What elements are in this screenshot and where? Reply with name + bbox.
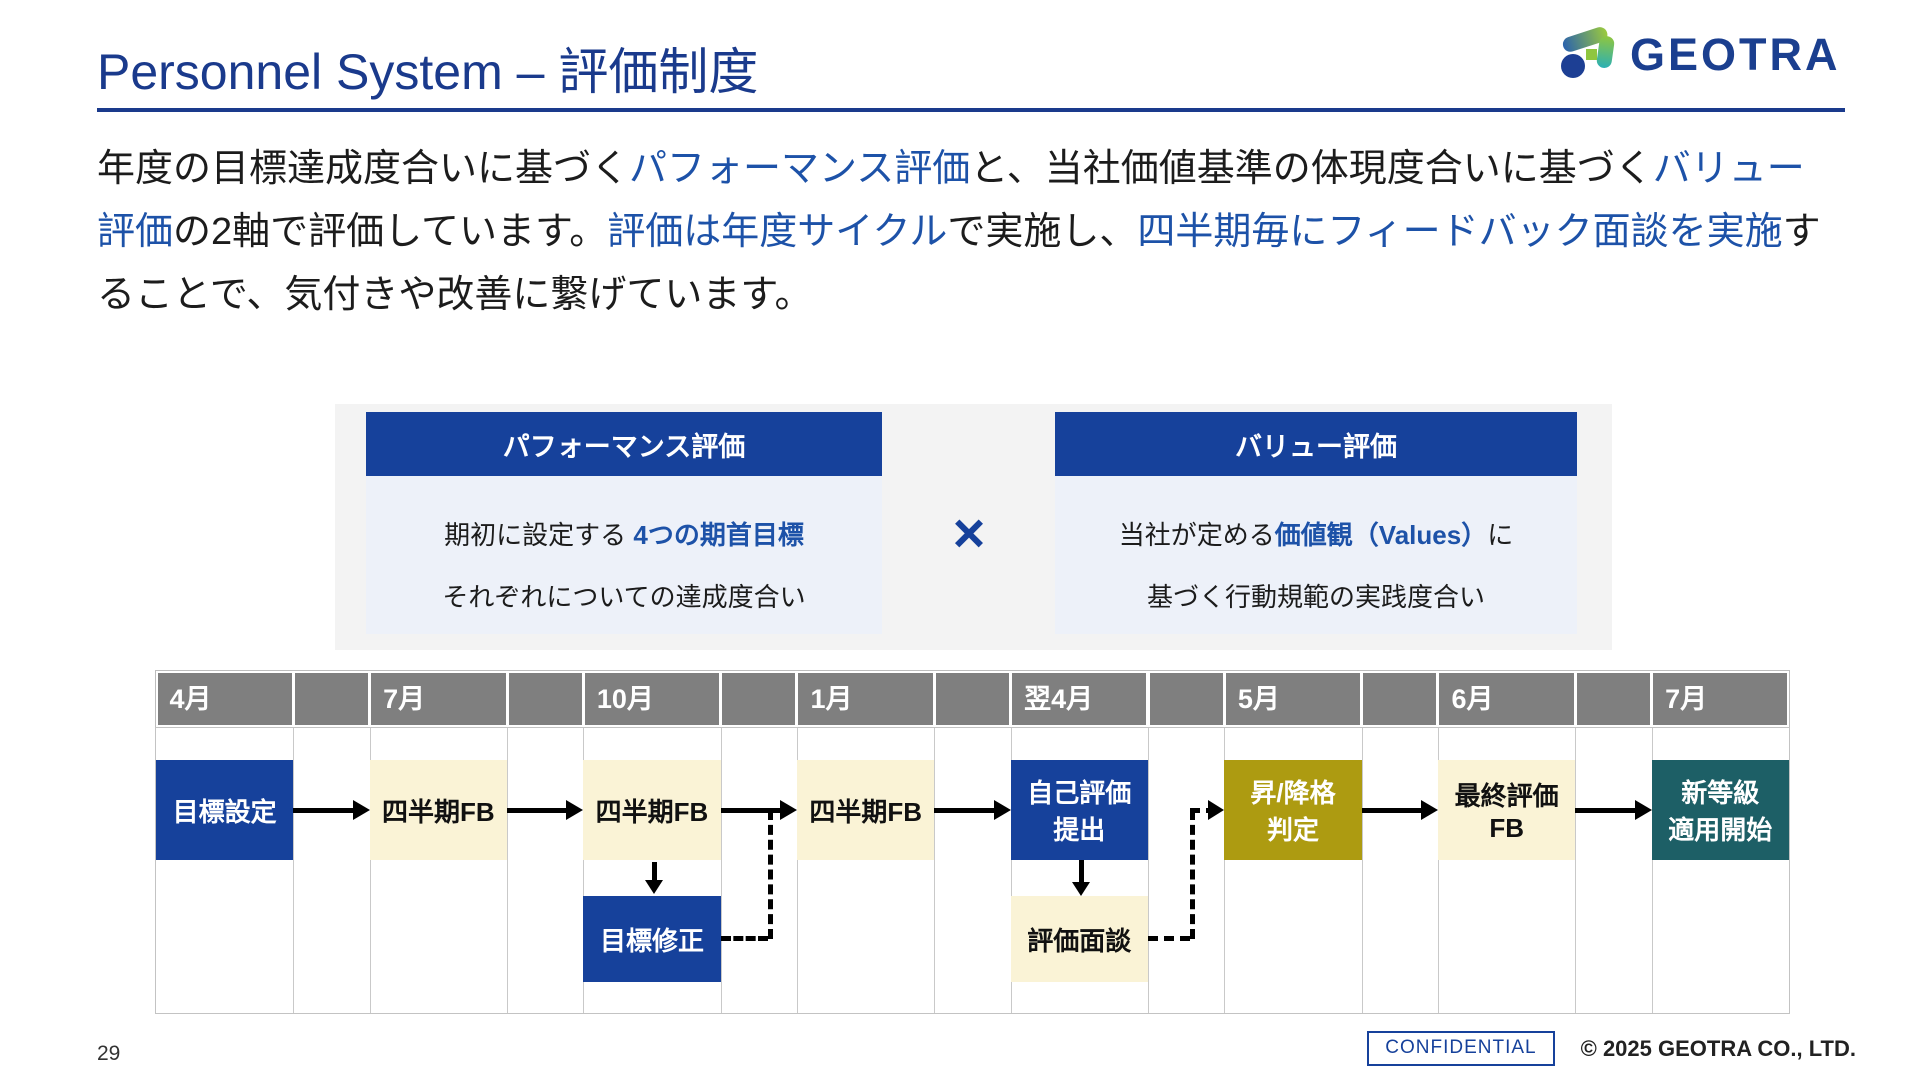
arrow-goalset-to-fb1-icon	[293, 799, 370, 821]
timeline-box-goal-setting: 目標設定	[156, 760, 294, 860]
arrow-finalfb-to-newgrade-icon	[1575, 799, 1652, 821]
confidential-badge: CONFIDENTIAL	[1367, 1031, 1555, 1066]
timeline-box-final-evaluation-fb: 最終評価 FB	[1437, 760, 1576, 860]
timeline-month-label: 1月	[810, 684, 853, 714]
timeline-gridline	[507, 728, 508, 1013]
timeline-month-label: 7月	[1665, 684, 1708, 714]
intro-text: の2軸で評価しています。	[173, 211, 608, 253]
timeline-gridline	[796, 728, 798, 1013]
timeline-gridline	[583, 728, 585, 1013]
value-card-body: 当社が定める価値観（Values）に 基づく行動規範の実践度合い	[1055, 476, 1577, 634]
timeline-header-spacer-cell	[935, 673, 1010, 725]
intro-text: と、当社価値基準の体現度合いに基づく	[970, 148, 1653, 190]
intro-highlight-text: バリュー評価	[97, 148, 1805, 253]
timeline-box-quarterly-fb-2: 四半期FB	[583, 760, 721, 860]
timeline-body: 目標設定 四半期FB 四半期FB 四半期FB 自己評価 提出 昇/降格 判定 最…	[155, 727, 1790, 1014]
timeline-header-month-cell: 7月	[1653, 673, 1788, 725]
timeline-header-month-cell: 7月	[371, 673, 506, 725]
timeline-header-spacer-cell	[294, 673, 369, 725]
intro-highlight-text: 評価は年度サイクル	[607, 211, 948, 253]
timeline-header-month-cell: 6月	[1439, 673, 1574, 725]
logo-wordmark: GEOTRA	[1630, 28, 1841, 80]
meeting-loop-horizontal-bottom	[1148, 936, 1190, 941]
value-card-title: バリュー評価	[1055, 412, 1577, 476]
timeline-month-label: 10月	[596, 684, 654, 714]
goal-revision-return-vertical	[767, 810, 773, 939]
meeting-loop-arrowhead-icon	[1208, 800, 1225, 820]
timeline-month-label: 4月	[169, 684, 212, 714]
title-underline	[97, 108, 1845, 112]
timeline-month-label: 翌4月	[1024, 684, 1094, 714]
page-number: 29	[97, 1042, 121, 1065]
timeline-box-evaluation-meeting: 評価面談	[1010, 896, 1148, 982]
performance-line2: それぞれについての達成度合い	[442, 582, 806, 612]
timeline-box-self-evaluation: 自己評価 提出	[1010, 760, 1148, 860]
timeline-gridline	[293, 728, 295, 1013]
timeline-header-spacer-cell	[722, 673, 796, 725]
timeline-header-month-cell: 10月	[584, 673, 720, 725]
geotra-logo-icon	[1560, 22, 1620, 87]
intro-paragraph: 年度の目標達成度合いに基づくパフォーマンス評価と、当社価値基準の体現度合いに基づ…	[97, 138, 1837, 327]
arrow-judge-to-finalfb-icon	[1361, 799, 1438, 821]
meeting-loop-horizontal-top	[1189, 808, 1216, 813]
evaluation-panel: パフォーマンス評価 期初に設定する 4つの期首目標 それぞれについての達成度合い…	[335, 404, 1612, 650]
timeline-header-spacer-cell	[1576, 673, 1651, 725]
intro-text: で実施し、	[947, 211, 1138, 253]
value-evaluation-card: バリュー評価 当社が定める価値観（Values）に 基づく行動規範の実践度合い	[1055, 412, 1577, 634]
timeline-box-quarterly-fb-3: 四半期FB	[796, 760, 935, 860]
value-line2: 基づく行動規範の実践度合い	[1146, 582, 1485, 612]
multiply-icon: ×	[952, 501, 986, 564]
solid-down-arrowhead-icon	[1071, 882, 1090, 896]
performance-card-body: 期初に設定する 4つの期首目標 それぞれについての達成度合い	[366, 476, 882, 634]
annual-evaluation-timeline: 4月 7月 10月 1月 翌4月 5月 6月 7月 目標設定 四半期FB 四半期FB 四半期F…	[155, 670, 1790, 1014]
meeting-loop-vertical	[1189, 810, 1195, 939]
timeline-box-grade-judgement: 昇/降格 判定	[1224, 760, 1362, 860]
timeline-gridline	[1148, 728, 1149, 1013]
performance-evaluation-card: パフォーマンス評価 期初に設定する 4つの期首目標 それぞれについての達成度合い	[366, 412, 882, 634]
timeline-header-spacer-cell	[1149, 673, 1223, 725]
timeline-gridline	[1361, 728, 1363, 1013]
value-line1: 当社が定める価値観（Values）に	[1118, 520, 1514, 550]
goal-revision-return-horizontal	[720, 936, 769, 941]
timeline-box-new-grade-start: 新等級 適用開始	[1651, 760, 1789, 860]
company-logo: GEOTRA	[1560, 22, 1841, 87]
timeline-header-spacer-cell	[1363, 673, 1437, 725]
performance-card-title: パフォーマンス評価	[366, 412, 882, 476]
timeline-gridline	[720, 728, 722, 1013]
timeline-month-header: 4月 7月 10月 1月 翌4月 5月 6月 7月	[155, 670, 1790, 727]
timeline-gridline	[1437, 728, 1439, 1013]
timeline-gridline	[1651, 728, 1653, 1013]
timeline-gridline	[369, 728, 371, 1013]
timeline-header-month-cell: 1月	[798, 673, 933, 725]
copyright-text: © 2025 GEOTRA CO., LTD.	[1580, 1035, 1856, 1061]
arrow-fb2-to-fb3-icon	[720, 799, 797, 821]
timeline-month-label: 6月	[1451, 684, 1494, 714]
arrow-fb3-to-selfeval-icon	[934, 799, 1011, 821]
dashed-down-arrowhead-icon	[644, 880, 663, 894]
timeline-month-label: 7月	[383, 684, 426, 714]
intro-highlight-text: パフォーマンス評価	[629, 148, 971, 190]
performance-line1: 期初に設定する 4つの期首目標	[444, 520, 804, 550]
page-title: Personnel System – 評価制度	[97, 44, 759, 100]
intro-highlight-text: 四半期毎にフィードバック面談を実施	[1137, 211, 1783, 253]
timeline-header-month-cell: 5月	[1225, 673, 1361, 725]
timeline-box-goal-revision: 目標修正	[583, 896, 721, 982]
arrow-fb1-to-fb2-icon	[507, 799, 584, 821]
footer: CONFIDENTIAL © 2025 GEOTRA CO., LTD.	[1367, 1031, 1856, 1066]
timeline-gridline	[1575, 728, 1577, 1013]
timeline-month-label: 5月	[1237, 684, 1280, 714]
intro-text: 年度の目標達成度合いに基づく	[97, 148, 630, 190]
timeline-gridline	[1224, 728, 1226, 1013]
timeline-header-spacer-cell	[508, 673, 582, 725]
timeline-header-month-cell: 翌4月	[1012, 673, 1147, 725]
intro-text: することで、気付きや改善に繋げています。	[97, 211, 1821, 316]
timeline-gridline	[1010, 728, 1012, 1013]
dashed-down-connector	[651, 862, 657, 880]
solid-down-connector	[1079, 860, 1085, 882]
timeline-header-month-cell: 4月	[157, 673, 292, 725]
timeline-box-quarterly-fb-1: 四半期FB	[369, 760, 507, 860]
timeline-gridline	[934, 728, 936, 1013]
